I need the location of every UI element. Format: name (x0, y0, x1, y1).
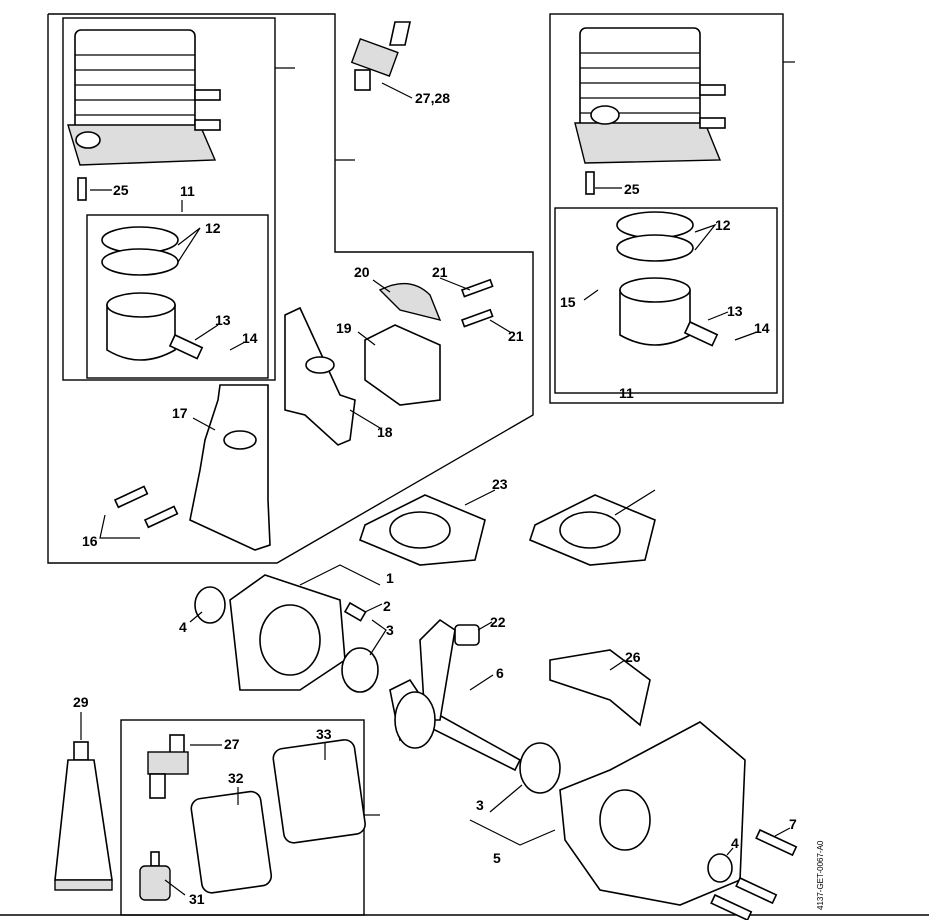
label-6: 6 (496, 665, 504, 681)
label-18: 18 (377, 424, 393, 440)
label-7: 7 (789, 816, 797, 832)
screw-21-top (460, 278, 494, 298)
label-26: 26 (625, 649, 641, 665)
label-11-right: 11 (619, 385, 634, 401)
crankshaft-6 (389, 618, 522, 772)
leader-lines (80, 82, 791, 896)
label-19: 19 (336, 320, 352, 336)
bearing-3-top (341, 647, 379, 693)
screw-21-bottom (460, 308, 494, 328)
right-piston-box (554, 207, 778, 394)
part-20 (378, 282, 442, 322)
spark-plug-top (350, 21, 411, 91)
piston-left (106, 292, 204, 361)
grease-tube-29 (54, 741, 113, 891)
piston-right (619, 277, 719, 347)
cylinder-left (67, 29, 221, 166)
frames (0, 13, 929, 916)
seal-4-left (194, 586, 226, 624)
label-2: 2 (383, 598, 391, 614)
part-26 (549, 649, 651, 727)
bearing-3-bottom (519, 742, 561, 794)
label-5: 5 (493, 850, 501, 866)
screw-7 (755, 828, 798, 857)
part-18 (284, 306, 356, 446)
label-3-bottom: 3 (476, 797, 484, 813)
left-cylinder-box (62, 17, 276, 381)
screw-16-a (113, 485, 149, 509)
filter-33 (272, 739, 366, 844)
label-3-top: 3 (386, 622, 394, 638)
label-21-bottom: 21 (508, 328, 524, 344)
label-12-right: 12 (715, 217, 731, 233)
right-cylinder-box (549, 13, 784, 404)
label-11-left: 11 (180, 183, 195, 199)
label-13-left: 13 (215, 312, 231, 328)
spark-plug-kit (147, 734, 189, 799)
filter-32 (190, 790, 273, 894)
label-16: 16 (82, 533, 98, 549)
label-15: 15 (560, 294, 576, 310)
label-27: 27 (224, 736, 240, 752)
screw-7-b (735, 876, 778, 905)
needle-cage-22 (454, 624, 480, 646)
label-21-top: 21 (432, 264, 448, 280)
left-group-frame (47, 13, 534, 564)
piston-rings-left (101, 226, 179, 276)
callout-labels: 27,28 25 25 11 11 12 12 13 13 14 14 15 2… (73, 90, 825, 910)
label-12-left: 12 (205, 220, 221, 236)
part-17 (189, 384, 271, 551)
label-29: 29 (73, 694, 89, 710)
left-piston-box (86, 214, 269, 379)
label-27-28: 27,28 (415, 90, 450, 106)
label-14-right: 14 (754, 320, 770, 336)
label-32: 32 (228, 770, 244, 786)
label-22: 22 (490, 614, 506, 630)
cylinder-right (574, 27, 726, 164)
label-4-right: 4 (731, 835, 739, 851)
seal-4-right (707, 853, 733, 883)
label-33: 33 (316, 726, 332, 742)
reference-code: 4137-GET-0067-A0 (816, 840, 825, 910)
fuel-filter-31 (139, 851, 171, 901)
piston-rings-right (616, 211, 694, 262)
label-25-left: 25 (113, 182, 129, 198)
label-13-right: 13 (727, 303, 743, 319)
screw-16-b (143, 505, 179, 529)
screw-25-right (585, 171, 595, 195)
label-14-left: 14 (242, 330, 258, 346)
screw-7-c (710, 893, 753, 920)
screw-25-left (77, 177, 87, 201)
label-1: 1 (386, 570, 394, 586)
label-4-left: 4 (179, 619, 187, 635)
label-23: 23 (492, 476, 508, 492)
part-2 (343, 601, 367, 622)
label-17: 17 (172, 405, 188, 421)
label-25-right: 25 (624, 181, 640, 197)
part-19 (364, 324, 441, 406)
label-31: 31 (189, 891, 205, 907)
label-20: 20 (354, 264, 370, 280)
